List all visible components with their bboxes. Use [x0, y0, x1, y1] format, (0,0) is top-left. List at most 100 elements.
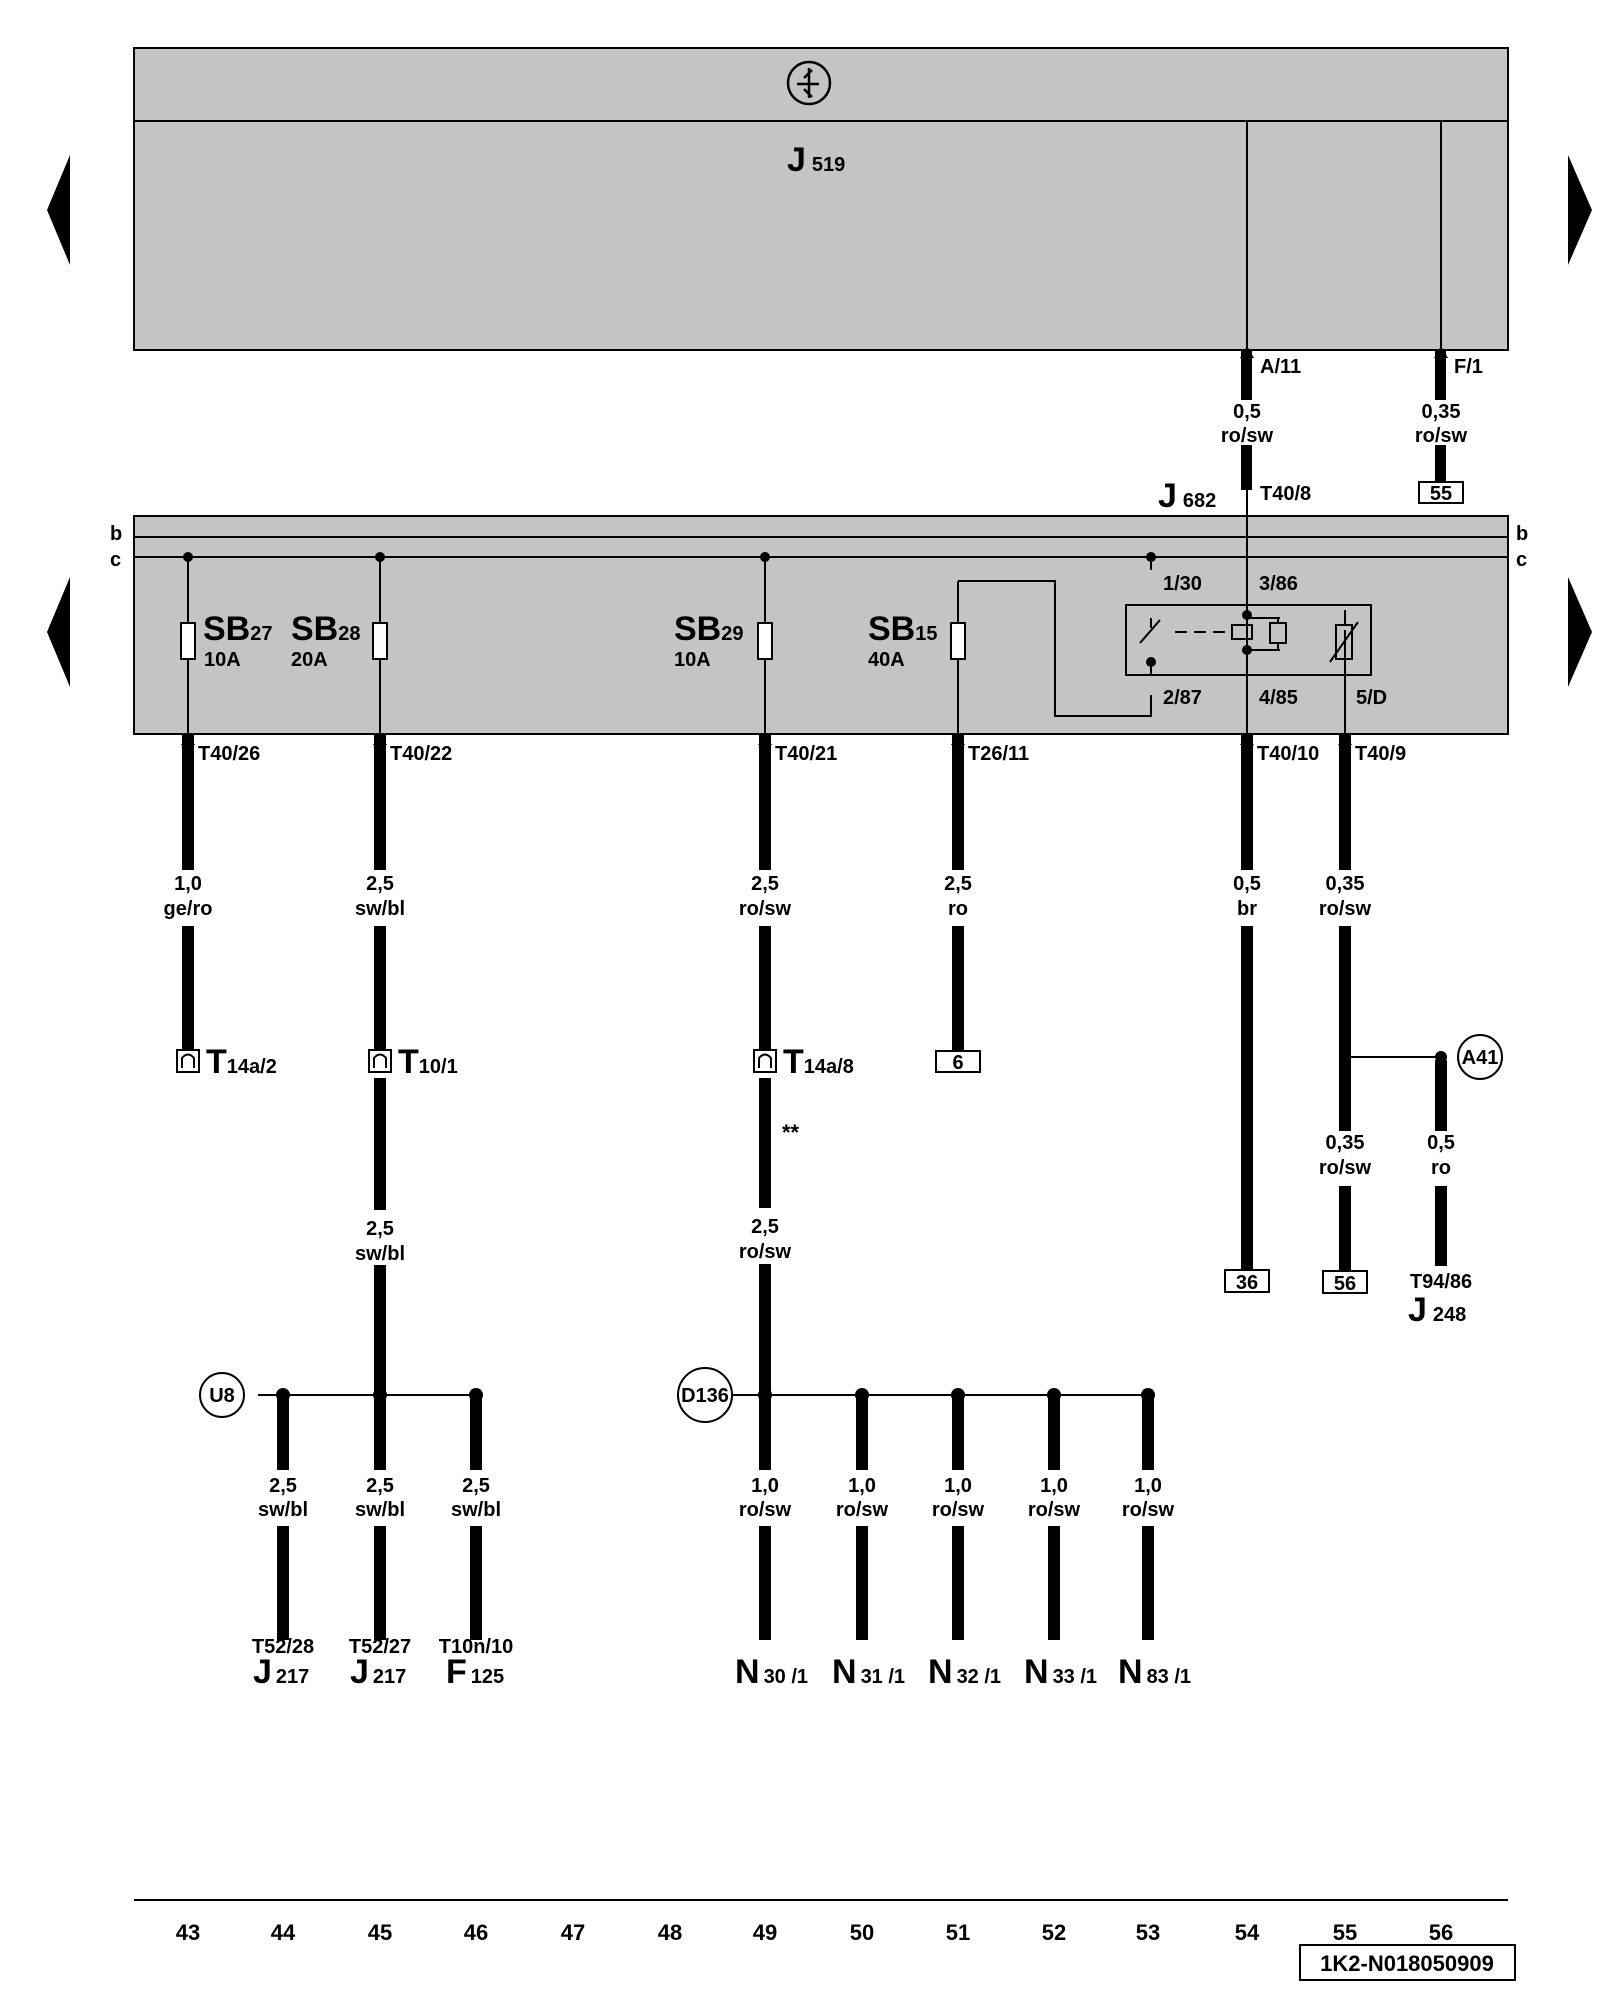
- track-number: 49: [753, 1920, 777, 1945]
- wires-middle: [182, 734, 1447, 1396]
- track-number: 50: [850, 1920, 874, 1945]
- branch-wire-size: 2,5: [462, 1475, 490, 1497]
- wire-f1-size: 0,35: [1422, 401, 1461, 423]
- svg-text:U8: U8: [209, 1385, 235, 1407]
- fuse-sb28-label: SB28: [291, 610, 360, 648]
- branch-wire-color: ro/sw: [836, 1499, 889, 1521]
- wire-55-size: 0,35: [1326, 873, 1365, 895]
- next-page-arrow-top[interactable]: [1568, 155, 1592, 265]
- pin-t40-8: T40/8: [1260, 483, 1311, 505]
- svg-text:36: 36: [1236, 1272, 1258, 1294]
- svg-text:T10/1: T10/1: [398, 1043, 458, 1081]
- fuse-sb28-amp: 20A: [291, 649, 328, 671]
- ref-6[interactable]: 6: [935, 1050, 981, 1074]
- wire-51-color: ro: [948, 898, 968, 920]
- wire-43-color: ge/ro: [164, 898, 213, 920]
- next-page-arrow-mid[interactable]: [1568, 577, 1592, 687]
- out-pin-1: T40/26: [198, 743, 260, 765]
- wire-54-size: 0,5: [1233, 873, 1261, 895]
- wire-45-color: sw/bl: [355, 898, 405, 920]
- relay-pin-3-86: 3/86: [1259, 573, 1298, 595]
- pin-f1: F/1: [1454, 356, 1483, 378]
- wire-49-color: ro/sw: [739, 898, 792, 920]
- ref-56[interactable]: 56: [1322, 1270, 1368, 1295]
- wire-49-low-size: 2,5: [751, 1216, 779, 1238]
- branch-wire-color: ro/sw: [1122, 1499, 1175, 1521]
- wire-45-size: 2,5: [366, 873, 394, 895]
- track-number: 43: [176, 1920, 200, 1945]
- track-number: 53: [1136, 1920, 1160, 1945]
- track-number: 45: [368, 1920, 392, 1945]
- wire-45-low-size: 2,5: [366, 1218, 394, 1240]
- wire-49-size: 2,5: [751, 873, 779, 895]
- wire-55b-color: ro/sw: [1319, 1157, 1372, 1179]
- ref-36[interactable]: 36: [1224, 1269, 1270, 1294]
- wire-a11-lower: [1241, 445, 1252, 490]
- branch-wire-color: sw/bl: [258, 1499, 308, 1521]
- track-number: 47: [561, 1920, 585, 1945]
- svg-text:56: 56: [1334, 1273, 1356, 1295]
- svg-text:A41: A41: [1462, 1047, 1499, 1069]
- wire-45-low-color: sw/bl: [355, 1243, 405, 1265]
- fuse-sb28: [372, 622, 388, 660]
- connector-t10-1[interactable]: T10/1: [368, 1043, 458, 1081]
- track-number: 52: [1042, 1920, 1066, 1945]
- wire-49-low-color: ro/sw: [739, 1241, 792, 1263]
- svg-text:1K2-N018050909: 1K2-N018050909: [1320, 1951, 1494, 1976]
- relay-pin-5-d: 5/D: [1356, 687, 1387, 709]
- branch-wire-size: 1,0: [1134, 1475, 1162, 1497]
- prev-page-arrow-top[interactable]: [47, 155, 70, 265]
- end-pin: T52/28: [252, 1636, 314, 1658]
- branch-wire-size: 2,5: [269, 1475, 297, 1497]
- bus-c-left: c: [110, 549, 121, 571]
- fuse-sb27-amp: 10A: [204, 649, 241, 671]
- svg-text:6: 6: [952, 1052, 963, 1074]
- branch-wire-color: sw/bl: [451, 1499, 501, 1521]
- svg-text:T14a/2: T14a/2: [206, 1043, 277, 1081]
- branch-wire-size: 2,5: [366, 1475, 394, 1497]
- wire-a11-size: 0,5: [1233, 401, 1261, 423]
- fuse-sb15-amp: 40A: [868, 649, 905, 671]
- branch-wire-size: 1,0: [751, 1475, 779, 1497]
- fuse-sb15-label: SB15: [868, 610, 937, 648]
- end-pin: T10n/10: [439, 1636, 513, 1658]
- wire-56b-color: ro: [1431, 1157, 1451, 1179]
- relay-pin-4-85: 4/85: [1259, 687, 1298, 709]
- fuse-sb27: [180, 622, 196, 660]
- splice-u8[interactable]: U8: [199, 1372, 245, 1418]
- footnote-marker: **: [782, 1120, 800, 1145]
- track-number: 44: [271, 1920, 296, 1945]
- wire-43-size: 1,0: [174, 873, 202, 895]
- connector-t14a-8[interactable]: T14a/8: [753, 1043, 854, 1081]
- wire-a11-color: ro/sw: [1221, 425, 1274, 447]
- relay-pin-1-30: 1/30: [1163, 573, 1202, 595]
- ref-55[interactable]: 55: [1418, 481, 1464, 505]
- relay-j682: [1125, 604, 1372, 676]
- end-pin: T52/27: [349, 1636, 411, 1658]
- svg-text:T14a/8: T14a/8: [783, 1043, 854, 1081]
- branch-wire-size: 1,0: [848, 1475, 876, 1497]
- splice-a41[interactable]: A41: [1457, 1034, 1503, 1080]
- fuse-relay-carrier: [133, 515, 1509, 735]
- prev-page-arrow-mid[interactable]: [47, 577, 70, 687]
- track-number: 56: [1429, 1920, 1453, 1945]
- fuse-sb29: [757, 622, 773, 660]
- out-pin-6: T40/9: [1355, 743, 1406, 765]
- splice-d136[interactable]: D136: [677, 1367, 733, 1423]
- connector-t14a-2[interactable]: T14a/2: [176, 1043, 277, 1081]
- branch-wire-color: ro/sw: [932, 1499, 985, 1521]
- fuse-sb29-amp: 10A: [674, 649, 711, 671]
- pin-a11: A/11: [1260, 356, 1301, 378]
